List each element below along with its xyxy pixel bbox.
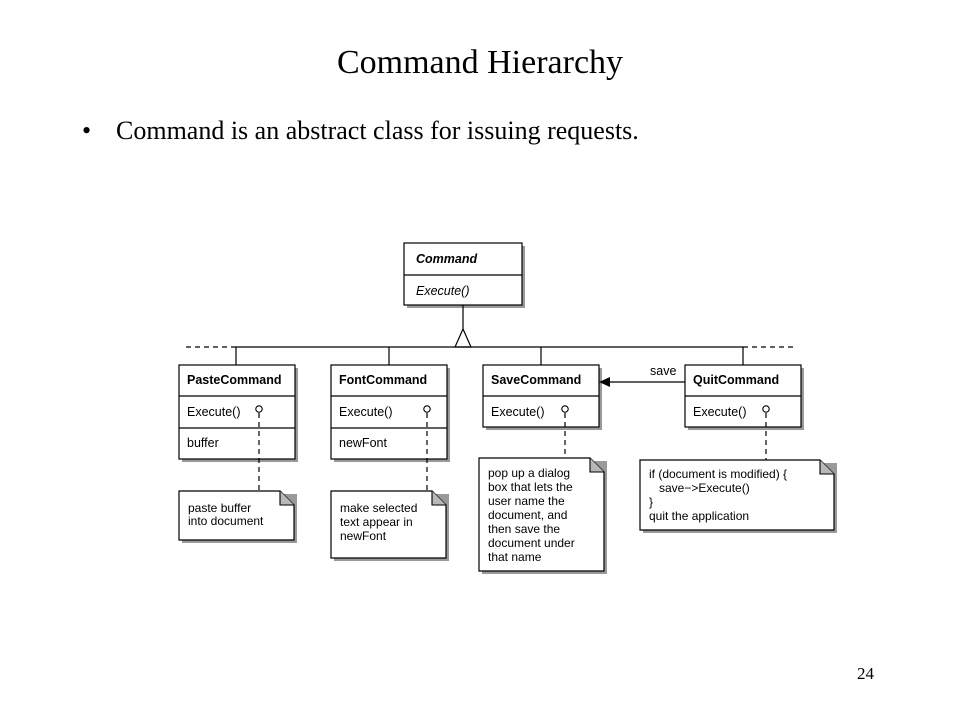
quit-note-line: } xyxy=(649,495,653,509)
bullet-item: • Command is an abstract class for issuin… xyxy=(82,116,639,146)
font-command-attribute: newFont xyxy=(339,436,387,450)
save-note: pop up a dialog box that lets the user n… xyxy=(478,457,607,574)
save-note-line: pop up a dialog xyxy=(488,466,570,480)
quit-note-line: quit the application xyxy=(649,509,749,523)
save-command-name: SaveCommand xyxy=(491,373,581,387)
save-association: save xyxy=(599,364,685,387)
paste-command-operation: Execute() xyxy=(187,405,241,419)
font-note-line: text appear in xyxy=(340,515,413,529)
page-number: 24 xyxy=(857,664,874,683)
save-note-line: user name the xyxy=(488,494,565,508)
bullet-text: Command is an abstract class for issuing… xyxy=(116,116,639,145)
font-command-class: FontCommand Execute() newFont xyxy=(330,364,450,462)
association-label: save xyxy=(650,364,676,378)
quit-note-line: if (document is modified) { xyxy=(649,467,787,481)
quit-command-name: QuitCommand xyxy=(693,373,779,387)
quit-note: if (document is modified) { save−>Execut… xyxy=(639,459,837,533)
font-command-operation: Execute() xyxy=(339,405,393,419)
paste-note: paste buffer into document xyxy=(178,490,297,543)
save-note-line: then save the xyxy=(488,522,560,536)
association-arrowhead xyxy=(599,377,610,387)
quit-command-operation: Execute() xyxy=(693,405,747,419)
inheritance-connector xyxy=(186,305,795,365)
command-operation: Execute() xyxy=(416,284,470,298)
save-command-operation: Execute() xyxy=(491,405,545,419)
inheritance-triangle xyxy=(454,327,472,348)
paste-command-attribute: buffer xyxy=(187,436,219,450)
save-command-class: SaveCommand Execute() xyxy=(482,364,602,430)
bullet-marker: • xyxy=(82,116,92,145)
font-note-line: newFont xyxy=(340,529,387,543)
save-note-line: document, and xyxy=(488,508,567,522)
paste-command-name: PasteCommand xyxy=(187,373,281,387)
font-command-name: FontCommand xyxy=(339,373,427,387)
paste-note-line: into document xyxy=(188,514,264,528)
save-note-line: that name xyxy=(488,550,542,564)
command-class: Command Execute() xyxy=(403,242,525,308)
paste-command-class: PasteCommand Execute() buffer xyxy=(178,364,298,462)
quit-note-line: save−>Execute() xyxy=(649,481,750,495)
slide-title: Command Hierarchy xyxy=(336,44,624,81)
font-note: make selected text appear in newFont xyxy=(330,490,449,561)
command-class-name: Command xyxy=(416,252,477,266)
quit-command-class: QuitCommand Execute() xyxy=(684,364,804,430)
font-note-line: make selected xyxy=(340,501,417,515)
paste-note-line: paste buffer xyxy=(188,501,251,515)
save-note-line: document under xyxy=(488,536,575,550)
save-note-line: box that lets the xyxy=(488,480,573,494)
